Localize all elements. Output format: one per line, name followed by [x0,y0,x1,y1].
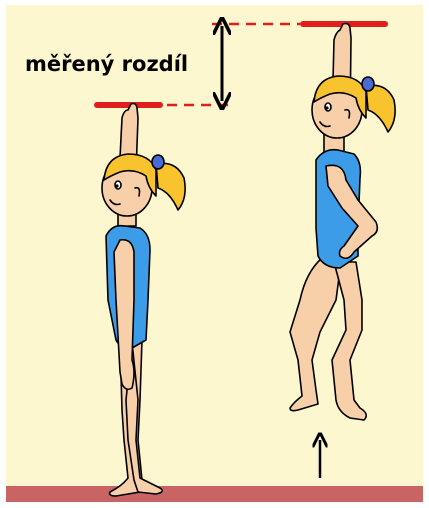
standing-pupil [115,184,118,187]
standing-hairband [152,155,164,169]
jumping-pupil [325,106,328,109]
background-panel [6,5,423,502]
jumping-hairband [362,77,374,91]
floor-strip [6,486,423,502]
measured-difference-label: měřený rozdíl [25,52,188,76]
